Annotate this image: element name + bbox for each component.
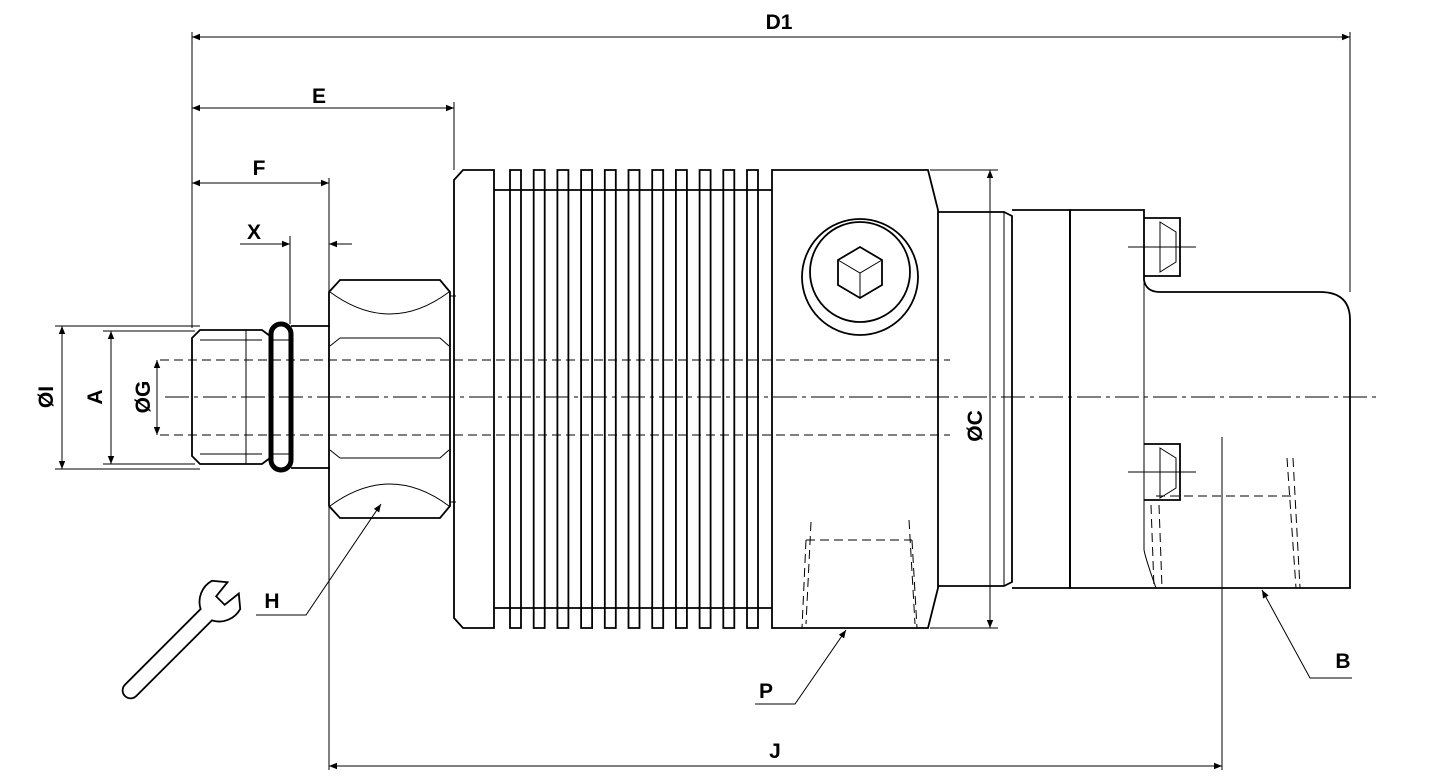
cooling-fin (580, 169, 593, 629)
cooling-fin (722, 169, 736, 629)
cooling-fin (746, 169, 759, 629)
label-b: B (1335, 650, 1350, 673)
o-ring (268, 321, 294, 473)
neck (291, 325, 330, 469)
cooling-fin (556, 169, 570, 629)
leader-lines (256, 503, 1352, 705)
label-j: J (769, 740, 781, 763)
hex-nut (328, 279, 456, 519)
label-f: F (253, 157, 266, 180)
cooling-fin (675, 169, 688, 629)
finned-body (453, 169, 772, 629)
label-g: ØG (132, 381, 155, 414)
threaded-spigot (191, 329, 290, 465)
label-a: A (84, 389, 107, 404)
hex-socket-icon (837, 245, 883, 300)
rear-housing (1069, 209, 1351, 589)
port-block (771, 169, 939, 629)
label-i: ØI (35, 386, 58, 408)
cooling-fin (532, 169, 546, 629)
label-c: ØC (964, 410, 987, 442)
label-x: X (247, 221, 261, 244)
label-e: E (312, 85, 326, 108)
label-p: P (759, 680, 773, 703)
label-d1: D1 (766, 11, 793, 34)
wrench-icon (121, 579, 242, 700)
cooling-fin (627, 169, 641, 629)
extension-lines (55, 32, 1351, 770)
label-h: H (264, 590, 279, 613)
cooling-fin (651, 169, 665, 629)
cooling-fin (698, 169, 712, 629)
cooling-fin (509, 169, 522, 629)
sleeve (938, 209, 1071, 589)
cooling-fin (603, 169, 617, 629)
dimension-lines (58, 33, 1350, 770)
